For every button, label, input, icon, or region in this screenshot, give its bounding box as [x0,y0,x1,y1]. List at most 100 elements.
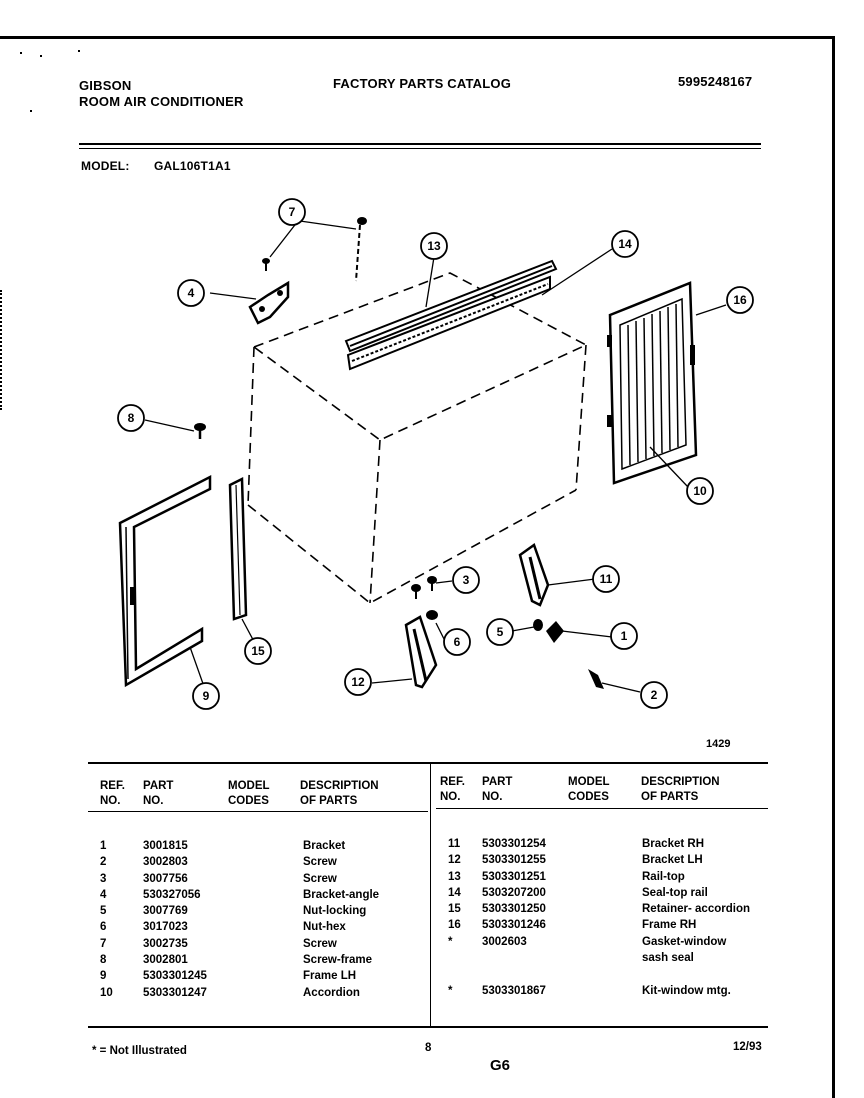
screw-2 [588,669,604,689]
table-row: 8 3002801 Screw-frame [100,954,443,970]
cell-desc: Frame LH [303,970,357,983]
header-model: MODEL CODES [228,779,270,809]
page-number: 8 [425,1042,432,1054]
header-part-line2: NO. [143,795,164,807]
table-header-rule-right [436,808,768,809]
scan-speck [20,52,22,54]
cell-ref: 9 [100,970,107,983]
cell-ref: 2 [100,856,107,869]
cell-desc: Nut-hex [303,921,346,934]
callout-label: 9 [203,689,210,703]
callout-bubble [452,566,480,594]
callout-bubble [686,477,714,505]
top-rail-part [344,259,558,371]
model-number: GAL106T1A1 [154,159,231,173]
cell-desc: Gasket-window [642,935,727,948]
cell-ref: 5 [100,905,107,918]
cell-part: 5303207200 [482,886,546,899]
cell-part: 3002803 [143,856,188,869]
cell-part: 5303301250 [482,903,546,916]
page-border-right [832,36,835,1098]
cell-desc: Screw-frame [303,954,373,967]
cell-desc: Nut-locking [303,905,367,918]
cell-ref: 4 [100,888,107,901]
page-border-top [0,36,835,39]
cell-part: 5303301255 [482,854,546,867]
cell-part: 3002801 [143,954,188,967]
header-part: PART NO. [143,779,173,809]
header-model-line2: CODES [228,795,269,807]
callout-bubble [278,198,306,226]
brand-name: GIBSON [79,78,132,93]
header-ref-line1: REF. [440,776,465,788]
callout-bubble [592,565,620,593]
catalog-title: FACTORY PARTS CATALOG [333,76,512,91]
callout-label: 2 [651,688,658,702]
cell-desc: Seal-top rail [642,886,708,899]
cell-ref [448,968,482,984]
callout-label: 3 [463,573,470,587]
scan-speck [30,110,32,112]
bracket-angle-part [248,280,290,325]
callout-label: 11 [600,572,613,586]
callout-label: 6 [454,635,461,649]
header-desc-line1: DESCRIPTION [641,776,720,788]
nut-locking-5 [533,619,543,631]
cell-part: 3001815 [143,840,188,852]
bracket-part [546,621,564,643]
callout-label: 4 [188,286,195,300]
table-top-rule [88,762,768,764]
callout-bubble [420,232,448,260]
cell-part: 3002603 [482,935,527,948]
callout-label: 13 [427,239,441,253]
header-desc-right: DESCRIPTION OF PARTS [641,775,720,805]
scan-edge-mark [0,290,10,410]
cell-desc: Accordion [303,986,360,999]
cell-ref: 16 [448,919,461,932]
cell-ref: 7 [100,937,107,950]
table-row [448,968,792,984]
figure-code: 1429 [706,738,731,750]
screw-7b [355,217,367,282]
catalog-number: 5995248167 [678,74,753,89]
scan-speck [78,50,80,52]
frame-rh-part [607,281,698,485]
cell-desc: Rail-top [642,870,685,883]
header-part-line1: PART [482,776,513,788]
table-row: 14 5303207200 Seal-top rail [448,887,792,903]
cell-part: 5303301245 [143,970,207,983]
cell-ref: 15 [448,903,461,916]
callout-bubble [610,622,638,650]
header-desc: DESCRIPTION OF PARTS [300,779,379,809]
cell-desc: Kit-window mtg. [642,984,731,997]
cell-ref: 13 [448,870,461,883]
cell-desc: Bracket [303,840,346,852]
table-bottom-rule [88,1026,768,1028]
cell-ref: 14 [448,886,461,899]
callout-bubble [117,404,145,432]
cell-desc: Bracket LH [642,854,703,867]
header-part-line2: NO. [482,791,503,803]
cell-part [482,952,642,968]
callout-bubble [726,286,754,314]
cell-ref: 10 [100,986,113,999]
cell-ref: 11 [448,838,461,850]
cell-desc: Bracket RH [642,838,704,850]
cell-ref: 8 [100,954,107,967]
callout-label: 16 [733,293,747,307]
callout-label: 8 [128,411,135,425]
